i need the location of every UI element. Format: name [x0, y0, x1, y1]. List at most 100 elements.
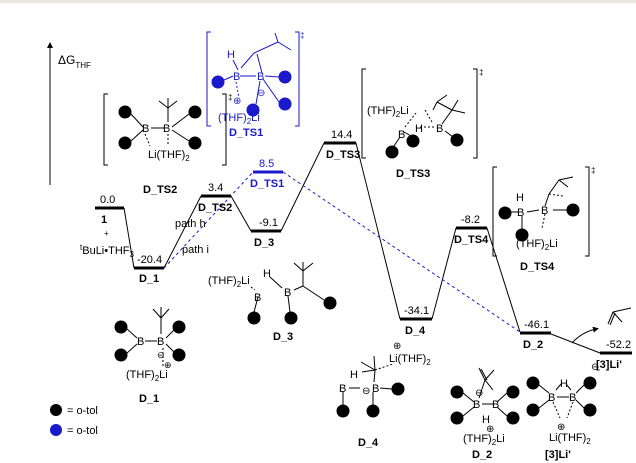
energy-D_TS1: 8.5 — [259, 158, 274, 170]
D_TS2-b2: B — [163, 123, 170, 135]
legend-blue-dot — [50, 424, 62, 436]
top-border — [0, 0, 636, 3]
D_TS2-li: Li(THF)2 — [148, 149, 190, 163]
D_TS4-ts: ‡ — [591, 166, 595, 175]
D_4-b1: B — [339, 383, 346, 395]
y-axis-label: ΔGTHF — [58, 53, 91, 70]
label-D_2: D_2 — [523, 339, 543, 351]
D_2-title: D_2 — [472, 449, 492, 461]
D_4-plus: ⊕ — [393, 341, 401, 352]
path-i-dashed — [163, 171, 521, 333]
energy-D_TS3: 14.4 — [331, 129, 352, 141]
D_3-title: D_3 — [273, 331, 293, 343]
D_3-b1: B — [254, 292, 261, 304]
energy-D_TS4: -8.2 — [461, 214, 480, 226]
D_2-minus: ⊖ — [475, 388, 483, 399]
D_2-h: H — [482, 414, 490, 426]
label-D_TS1: D_TS1 — [250, 178, 284, 190]
label-D_1: D_1 — [139, 273, 159, 285]
energy-D_2: -46.1 — [524, 319, 549, 331]
structure-D_TS3 — [361, 68, 478, 159]
D_1-li: (THF)2Li — [126, 369, 168, 383]
D_3-b2: B — [284, 287, 291, 299]
D_1-minus: ⊖ — [157, 350, 165, 360]
D_TS4-li: (THF)2Li — [516, 238, 558, 252]
label-Li3: [3]Li' — [596, 359, 622, 371]
legend-blue-label: = o-tol — [67, 425, 98, 437]
D_TS4-h: H — [516, 192, 524, 204]
D_TS1-b2: B — [257, 71, 264, 83]
Li3-b2: B — [569, 392, 576, 404]
energy-D_4: -34.1 — [404, 305, 429, 317]
Li3-h: H — [560, 378, 568, 390]
D_TS1-b1: B — [233, 71, 240, 83]
D_2-li: (THF)2Li — [463, 433, 505, 447]
D_TS3-b2: B — [436, 123, 443, 135]
D_TS1-minus: ⊖ — [257, 88, 265, 99]
D_TS1-li: (THF)2Li — [218, 112, 260, 126]
D_1-plus: ⊕ — [164, 360, 172, 370]
D_TS1-title: D_TS1 — [229, 127, 263, 139]
D_2-plus: ⊕ — [486, 424, 494, 435]
structure-D_4 — [336, 355, 405, 418]
legend-black-label: = o-tol — [67, 405, 98, 417]
legend: = o-tol = o-tol — [50, 404, 98, 437]
label-D_TS3: D_TS3 — [326, 149, 360, 161]
structure-D_2 — [450, 367, 520, 425]
D_TS3-b1: B — [398, 129, 405, 141]
D_1-title: D_1 — [139, 393, 159, 405]
legend-black-dot — [50, 404, 62, 416]
D_2-b1: B — [473, 399, 480, 411]
label-D_4: D_4 — [405, 325, 426, 337]
D_TS2-title: D_TS2 — [143, 184, 177, 196]
label-D_3: D_3 — [254, 237, 274, 249]
D_4-title: D_4 — [358, 437, 379, 449]
D_4-li: Li(THF)2 — [389, 353, 431, 367]
D_TS4-b1: B — [517, 207, 524, 219]
D_1-b1: B — [137, 336, 144, 348]
energy-D_3: -9.1 — [259, 217, 278, 229]
D_3-li: (THF)2Li — [208, 275, 250, 289]
D_2-b2: B — [492, 399, 499, 411]
path-lines — [123, 142, 601, 354]
structure-D_TS2 — [103, 93, 227, 166]
energy-D_1: -20.4 — [137, 254, 162, 266]
energy-D_TS2: 3.4 — [208, 182, 223, 194]
D_TS3-title: D_TS3 — [396, 168, 430, 180]
D_4-b2: B — [372, 383, 379, 395]
level-bars — [95, 141, 632, 355]
start-reagent: tBuLi•THF3 — [80, 243, 134, 259]
D_TS3-h: H — [415, 123, 423, 135]
D_TS1-plus: ⊕ — [233, 96, 241, 107]
Li3-li: Li(THF)2 — [549, 432, 591, 446]
label-start: 1 — [101, 214, 107, 226]
D_TS2-b1: B — [142, 123, 149, 135]
D_TS3-ts: ‡ — [479, 68, 483, 77]
D_4-h: H — [350, 369, 358, 381]
D_TS1-ts: ‡ — [300, 31, 304, 40]
Li3-b1: B — [548, 392, 555, 404]
elimination-arrow — [571, 307, 632, 344]
D_TS3-li: (THF)2Li — [367, 105, 409, 119]
structure-Li3 — [526, 376, 597, 419]
energy-Li3: -52.2 — [606, 339, 631, 351]
label-D_TS2: D_TS2 — [198, 202, 232, 214]
structure-D_TS4 — [492, 166, 590, 257]
D_3-h: H — [263, 268, 271, 280]
Li3-minus: ⊖ — [591, 362, 599, 373]
structure-D_3 — [247, 262, 337, 325]
D_TS4-title: D_TS4 — [520, 261, 555, 273]
Li3-plus: ⊕ — [557, 422, 565, 433]
structure-D_1 — [114, 307, 186, 366]
D_TS2-ts: ‡ — [228, 93, 232, 102]
path-i-label: path i — [182, 244, 209, 256]
path-h-label: path h — [175, 218, 206, 230]
label-D_TS4: D_TS4 — [454, 234, 489, 246]
energy-start: 0.0 — [100, 194, 115, 206]
structure-D_TS1 — [206, 31, 300, 127]
start-plus: + — [104, 229, 109, 238]
D_4-minus: ⊖ — [362, 386, 370, 397]
D_TS1-h: H — [227, 49, 235, 61]
D_TS4-b2: B — [541, 205, 548, 217]
